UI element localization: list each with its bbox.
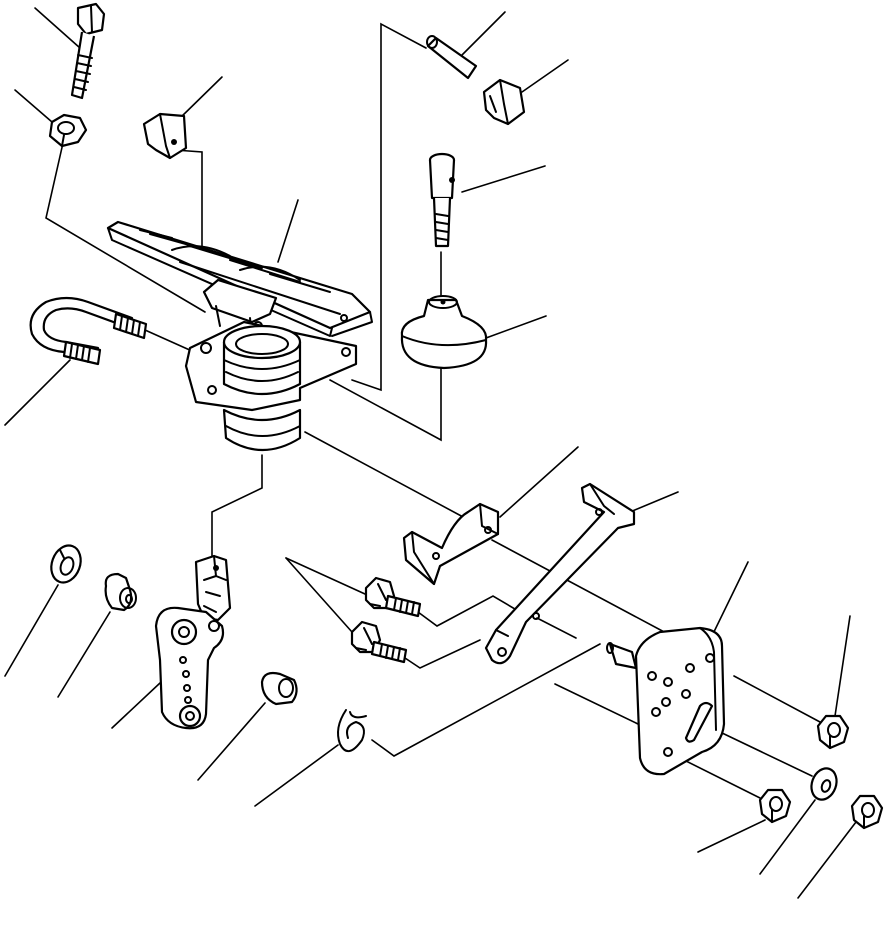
leader-snap-ring — [4, 584, 59, 677]
assembly-boot-line — [329, 365, 442, 442]
assembly-clip-to-pedal — [174, 149, 203, 249]
leader-pin — [461, 11, 506, 56]
assembly-bolt-a — [417, 595, 521, 627]
mounting-bracket-part — [484, 482, 636, 665]
plain-bushing-part — [260, 671, 298, 706]
leader-bolt-a — [285, 557, 366, 595]
nut-right-part — [816, 714, 850, 750]
leader-nut-top — [14, 89, 53, 123]
cable-mount-part — [402, 502, 500, 586]
assembly-housing-to-mount — [304, 431, 466, 519]
washer-part — [810, 767, 838, 801]
hole-plate-part — [606, 626, 726, 776]
leader-bolt-b — [285, 557, 353, 633]
assembly-housing-to-lever — [211, 454, 263, 561]
assembly-bracket-to-plate — [536, 617, 577, 639]
leader-pedal-plate — [277, 199, 299, 263]
leader-washer — [759, 799, 816, 875]
assembly-plate-to-washer — [719, 731, 813, 777]
leader-u-bolt — [4, 359, 71, 426]
leader-knob — [461, 165, 546, 193]
nut-bottom-part — [758, 788, 792, 824]
nut-far-right-part — [850, 794, 884, 830]
leader-lever — [111, 682, 161, 729]
leader-boot — [485, 315, 547, 339]
snap-ring-part — [50, 544, 82, 584]
hex-bolt-part — [70, 2, 106, 100]
pin-part — [426, 35, 478, 80]
hairpin-clip-part — [337, 709, 367, 752]
hex-nut-top-part — [48, 113, 88, 148]
leader-lines — [4, 7, 857, 899]
leader-clip-right — [521, 59, 569, 93]
assembly-lines — [45, 22, 821, 799]
cable-clip-left-part — [142, 112, 188, 160]
assembly-hairpin — [371, 643, 601, 757]
assembly-bolt-b — [401, 639, 481, 669]
assembly-plate-to-nut-right — [733, 675, 821, 723]
knob-part — [428, 152, 456, 248]
leader-cable-mount — [499, 446, 579, 518]
clevis-lever-part — [154, 554, 232, 730]
u-bolt-part — [29, 296, 148, 366]
leader-bracket — [629, 491, 679, 513]
leader-hole-plate — [709, 561, 749, 641]
leader-clip-left — [177, 76, 223, 121]
leader-hex-bolt — [34, 7, 81, 49]
leader-flange-bushing — [57, 611, 111, 698]
assembly-nut-to-pedal — [45, 142, 206, 313]
assembly-mount-to-plate — [491, 539, 669, 635]
pedal-housing-part — [184, 320, 358, 452]
leader-hairpin — [254, 744, 339, 807]
leader-nut-bottom — [697, 819, 766, 853]
leader-plain-bushing — [197, 702, 266, 781]
assembly-plate-lower — [554, 683, 639, 725]
rubber-boot-part — [400, 295, 488, 370]
leader-nut-far-right — [797, 821, 857, 899]
assembly-pin-loop — [351, 22, 427, 392]
flange-bolts-part — [350, 576, 422, 664]
flange-bushing-part — [104, 572, 137, 612]
leader-nut-right — [834, 615, 851, 717]
cable-clip-right-part — [482, 78, 526, 126]
